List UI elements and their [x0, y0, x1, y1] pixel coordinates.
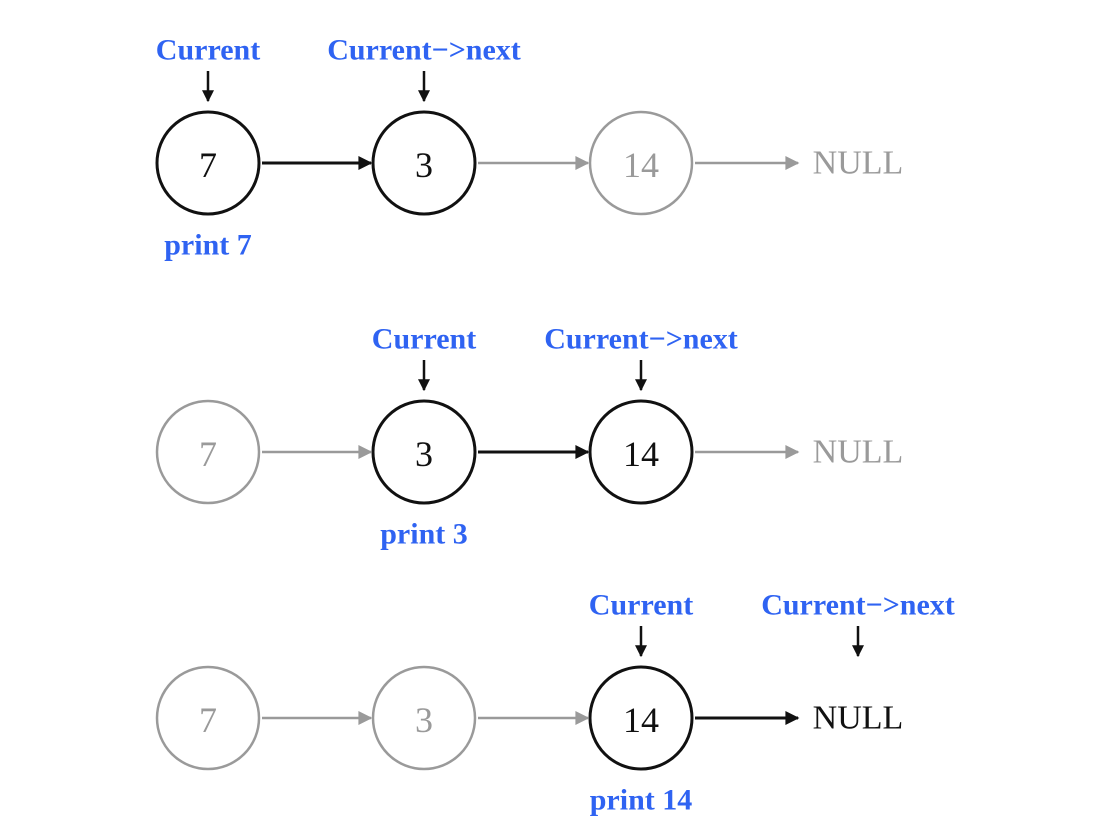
row-1-null-label: NULL	[813, 145, 904, 182]
row-3-node-2-circle	[371, 665, 477, 771]
row-1-node-1-circle	[155, 110, 261, 216]
row-1-current-next-label: Current−>next	[327, 34, 521, 67]
row-2-node-1-circle	[155, 399, 261, 505]
row-3-node-1-circle	[155, 665, 261, 771]
row-1-node-3-circle	[588, 110, 694, 216]
row-2-node-2-circle	[371, 399, 477, 505]
row-3-node-3-circle	[588, 665, 694, 771]
row-3-current-next-label: Current−>next	[761, 589, 955, 622]
row-2-print-label: print 3	[380, 518, 468, 551]
row-2-node-2-value: 3	[415, 434, 433, 474]
row-2-current-label: Current	[372, 323, 476, 356]
row-3-print-label: print 14	[590, 784, 693, 817]
row-2-node-1-value: 7	[199, 434, 217, 474]
row-2-node-3-value: 14	[623, 434, 659, 474]
row-2-current-next-label: Current−>next	[544, 323, 738, 356]
row-1-node-3-value: 14	[623, 145, 659, 185]
row-2-node-3-circle	[588, 399, 694, 505]
row-1-print-label: print 7	[164, 229, 252, 262]
row-3-current-label: Current	[589, 589, 693, 622]
row-3-node-2-value: 3	[415, 700, 433, 740]
row-3-null-label: NULL	[813, 700, 904, 737]
row-3-node-3-value: 14	[623, 700, 659, 740]
row-1-node-2-circle	[371, 110, 477, 216]
row-3-node-1-value: 7	[199, 700, 217, 740]
row-2-null-label: NULL	[813, 434, 904, 471]
row-1-current-label: Current	[156, 34, 260, 67]
row-1-node-1-value: 7	[199, 145, 217, 185]
row-1-node-2-value: 3	[415, 145, 433, 185]
